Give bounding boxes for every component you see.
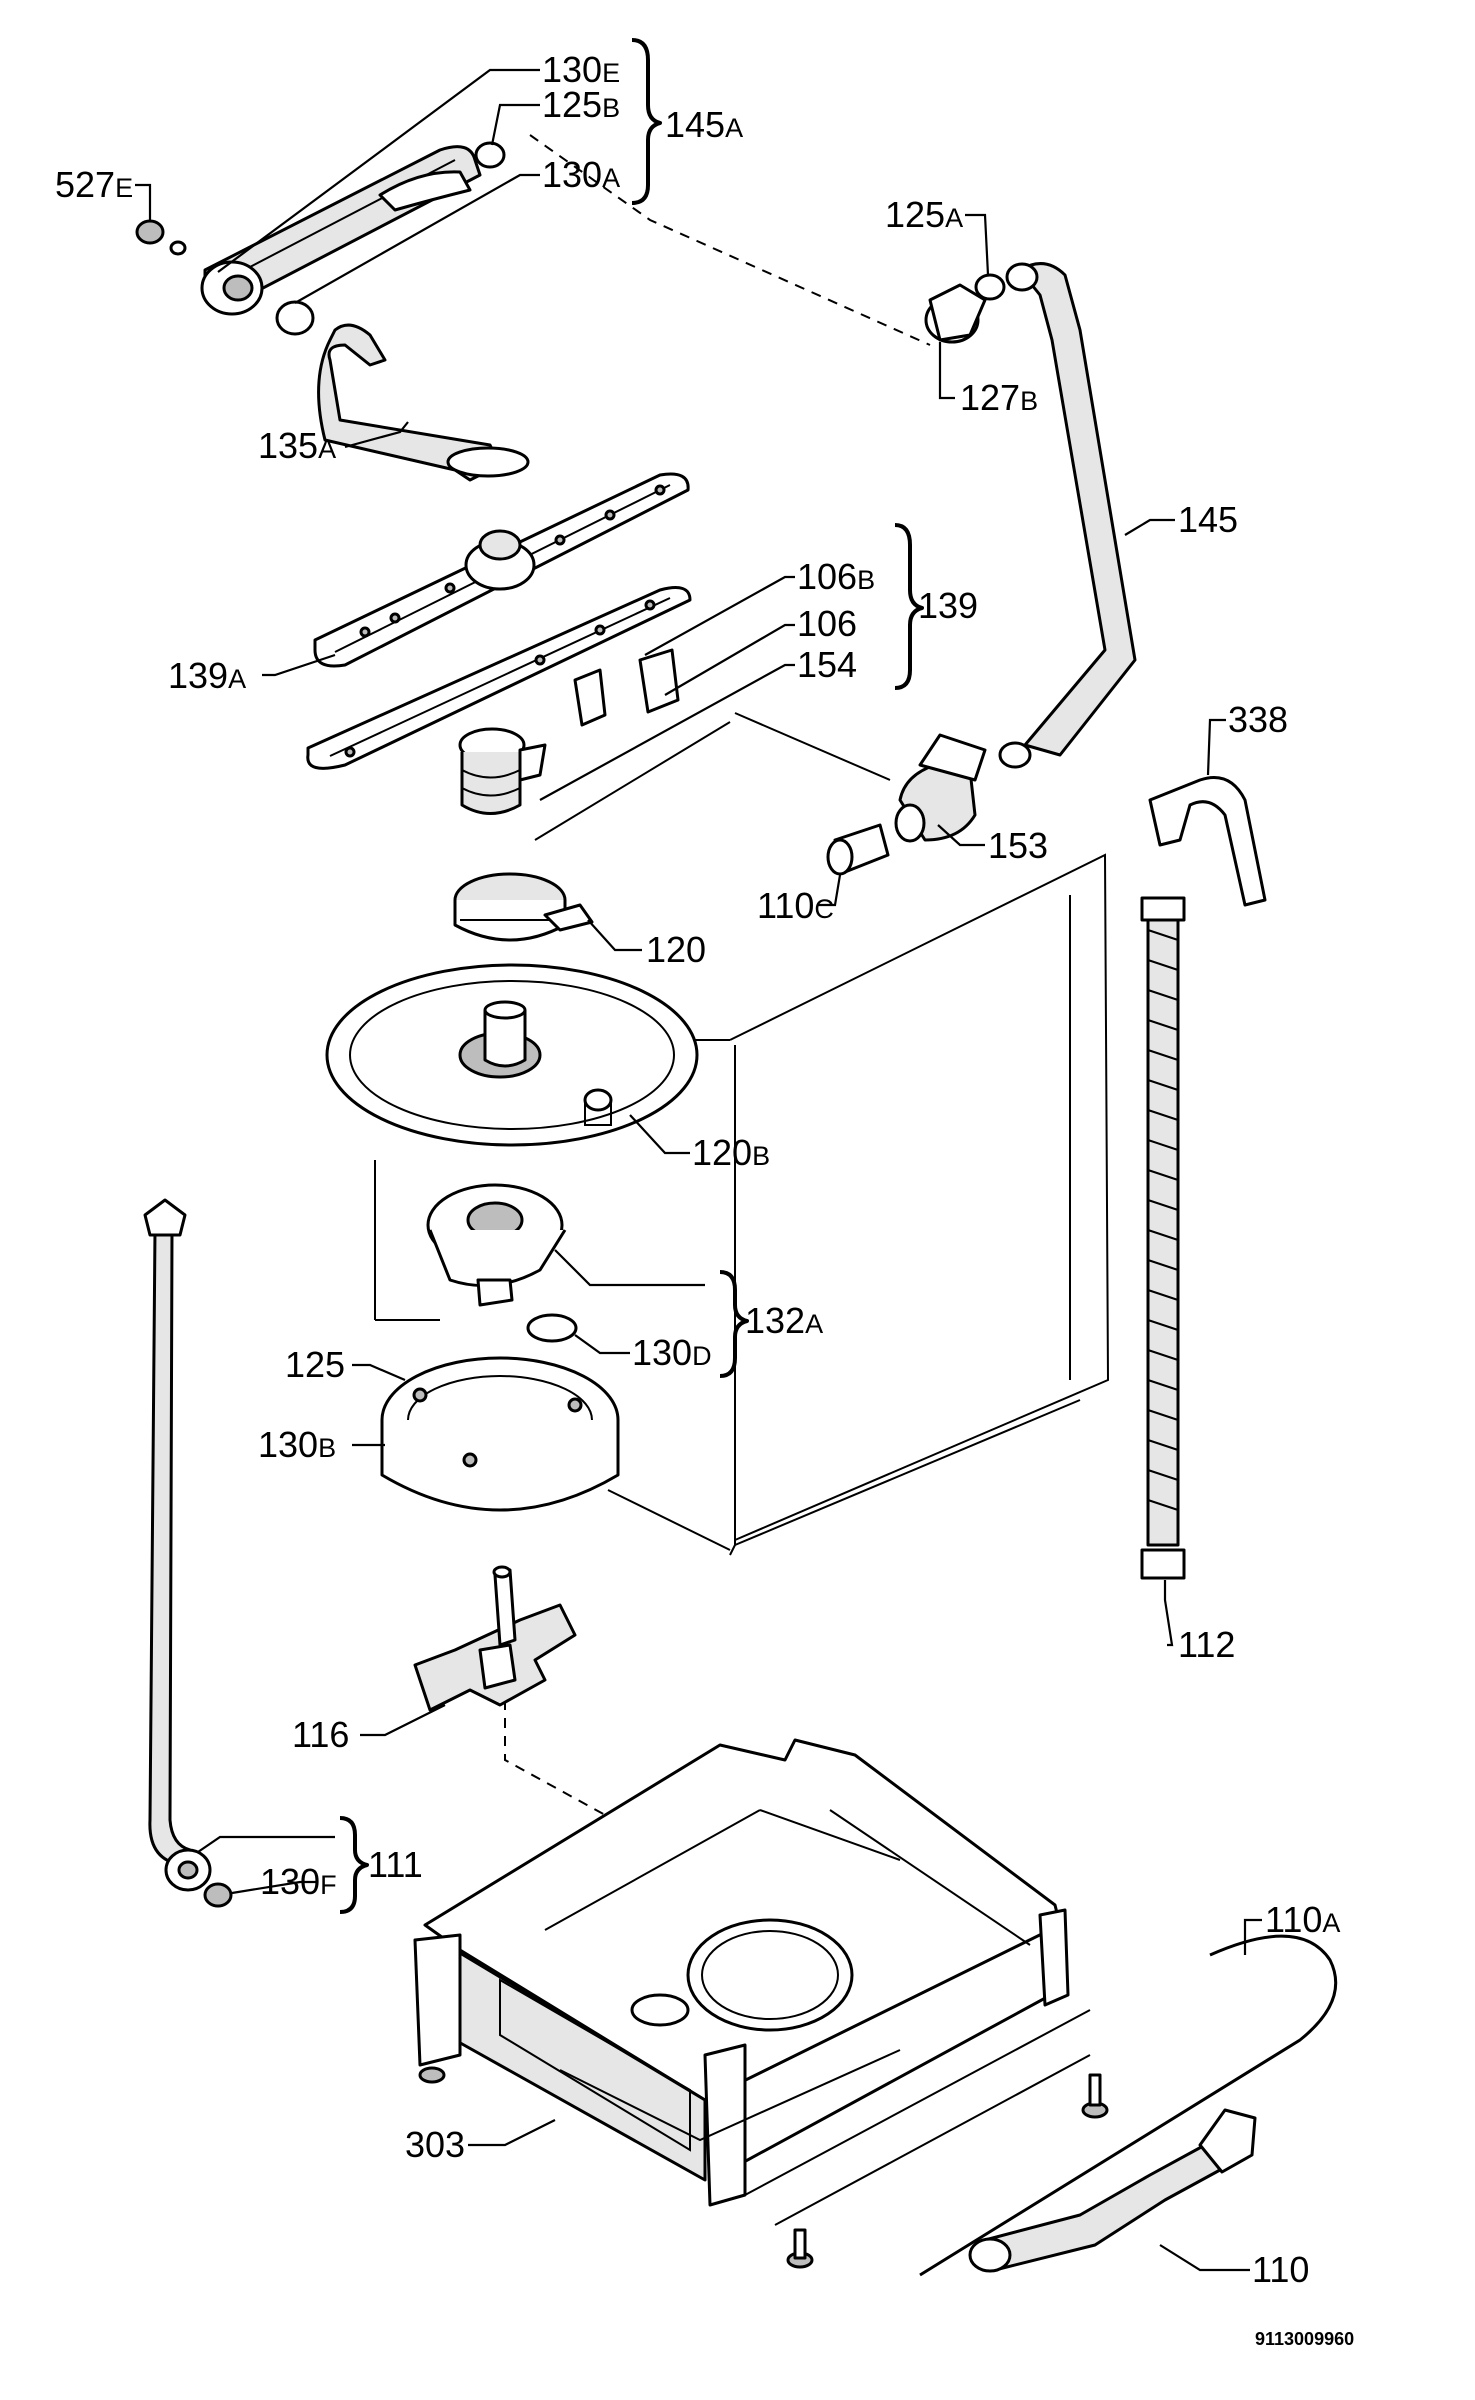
label-110: 110 xyxy=(1252,2249,1309,2290)
label-130f: 130F xyxy=(260,1861,337,1902)
part-labels: 130E 125B 145A 130A 527E 125A 127B 135A … xyxy=(55,49,1354,2349)
label-116: 116 xyxy=(292,1714,349,1755)
label-106: 106 xyxy=(797,603,857,644)
valve-153 xyxy=(894,733,987,843)
filter-120 xyxy=(453,872,594,942)
label-527e: 527E xyxy=(55,164,133,205)
seal-ring-125b xyxy=(474,141,506,169)
label-125b: 125B xyxy=(542,84,620,125)
label-112: 112 xyxy=(1178,1624,1235,1665)
label-120: 120 xyxy=(646,929,706,970)
drain-pipe-110 xyxy=(968,2108,1257,2273)
drawing-number: 9113009960 xyxy=(1255,2329,1354,2349)
label-145: 145 xyxy=(1178,499,1238,540)
hose-112 xyxy=(1140,896,1186,1580)
nut-527e xyxy=(135,219,187,256)
label-127b: 127B xyxy=(960,377,1038,418)
filter-tray-120b xyxy=(325,963,699,1147)
o-ring-130a xyxy=(275,300,315,336)
label-125a: 125A xyxy=(885,194,963,235)
seal-ring-125a xyxy=(974,273,1006,301)
lower-spray-arm-139 xyxy=(306,586,692,770)
label-106b: 106B xyxy=(797,556,875,597)
o-ring-130d xyxy=(526,1313,578,1343)
clips-106 xyxy=(573,648,680,727)
label-338: 338 xyxy=(1228,699,1288,740)
label-111: 111 xyxy=(368,1844,423,1885)
label-303: 303 xyxy=(405,2124,465,2165)
label-130b: 130B xyxy=(258,1424,336,1465)
cabinet-outline xyxy=(374,712,1110,1556)
label-153: 153 xyxy=(988,825,1048,866)
label-130e: 130E xyxy=(542,49,620,90)
drain-hose-111 xyxy=(143,1198,212,1892)
label-135a: 135A xyxy=(258,425,336,466)
label-130a: 130A xyxy=(542,154,620,195)
ring-125 xyxy=(380,1356,620,1512)
label-120b: 120B xyxy=(692,1132,770,1173)
lower-spray-arm-139a xyxy=(313,472,690,668)
label-130d: 130D xyxy=(632,1332,712,1373)
sleeve-110c xyxy=(826,823,890,876)
sump-housing-132a xyxy=(426,1183,567,1307)
label-110a: 110A xyxy=(1265,1899,1340,1940)
wire-110a xyxy=(919,1934,1338,2277)
pump-116 xyxy=(413,1565,577,1712)
label-110c: 110C xyxy=(757,885,834,926)
spray-arm-hub-154 xyxy=(458,727,547,815)
base-frame-303 xyxy=(413,1738,1109,2269)
label-145a: 145A xyxy=(665,104,743,145)
leader-lines xyxy=(135,68,1262,2272)
label-139a: 139A xyxy=(168,655,246,696)
label-154: 154 xyxy=(797,644,857,685)
pipe-135a xyxy=(317,323,530,482)
feed-pipe-145 xyxy=(998,262,1137,769)
nut-130f xyxy=(203,1882,233,1908)
assembly-braces xyxy=(339,38,924,1914)
label-139: 139 xyxy=(918,585,978,626)
connector-127b xyxy=(924,283,987,344)
label-132a: 132A xyxy=(745,1300,823,1341)
bracket-338 xyxy=(1148,776,1267,907)
upper-spray-arm xyxy=(200,145,482,316)
label-125: 125 xyxy=(285,1344,345,1385)
